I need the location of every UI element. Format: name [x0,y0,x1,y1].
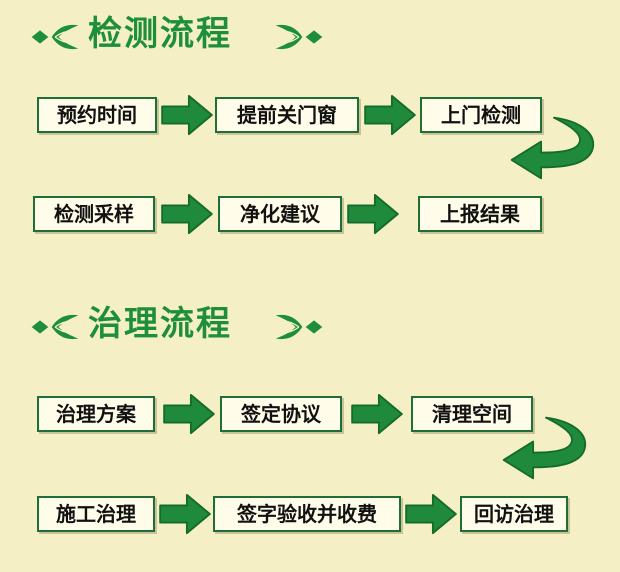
arrow-right-icon [346,193,400,235]
step-box: 检测采样 [33,196,155,232]
step-box: 预约时间 [37,97,157,133]
arrow-right-icon [162,393,216,435]
arrow-right-icon [404,493,458,535]
ornament-left-icon [30,312,80,342]
step-box: 清理空间 [411,396,533,432]
section-title: 治理流程 [88,304,232,344]
arrow-right-icon [160,94,214,136]
ornament-left-icon [30,22,80,52]
arrow-right-icon [160,193,214,235]
arrow-right-icon [350,393,404,435]
step-box: 施工治理 [37,496,155,532]
step-box: 净化建议 [218,196,342,232]
step-box: 上门检测 [420,97,542,133]
arrow-right-icon [363,94,417,136]
section-title: 检测流程 [88,14,232,54]
step-box: 签字验收并收费 [213,496,401,532]
curved-arrow-icon [500,414,592,482]
step-box: 治理方案 [37,396,155,432]
arrow-right-icon [158,493,212,535]
step-box: 提前关门窗 [215,97,359,133]
ornament-right-icon [274,312,324,342]
step-box: 上报结果 [418,196,542,232]
step-box: 签定协议 [220,396,342,432]
curved-arrow-icon [508,114,600,182]
ornament-right-icon [274,22,324,52]
step-box: 回访治理 [460,496,568,532]
